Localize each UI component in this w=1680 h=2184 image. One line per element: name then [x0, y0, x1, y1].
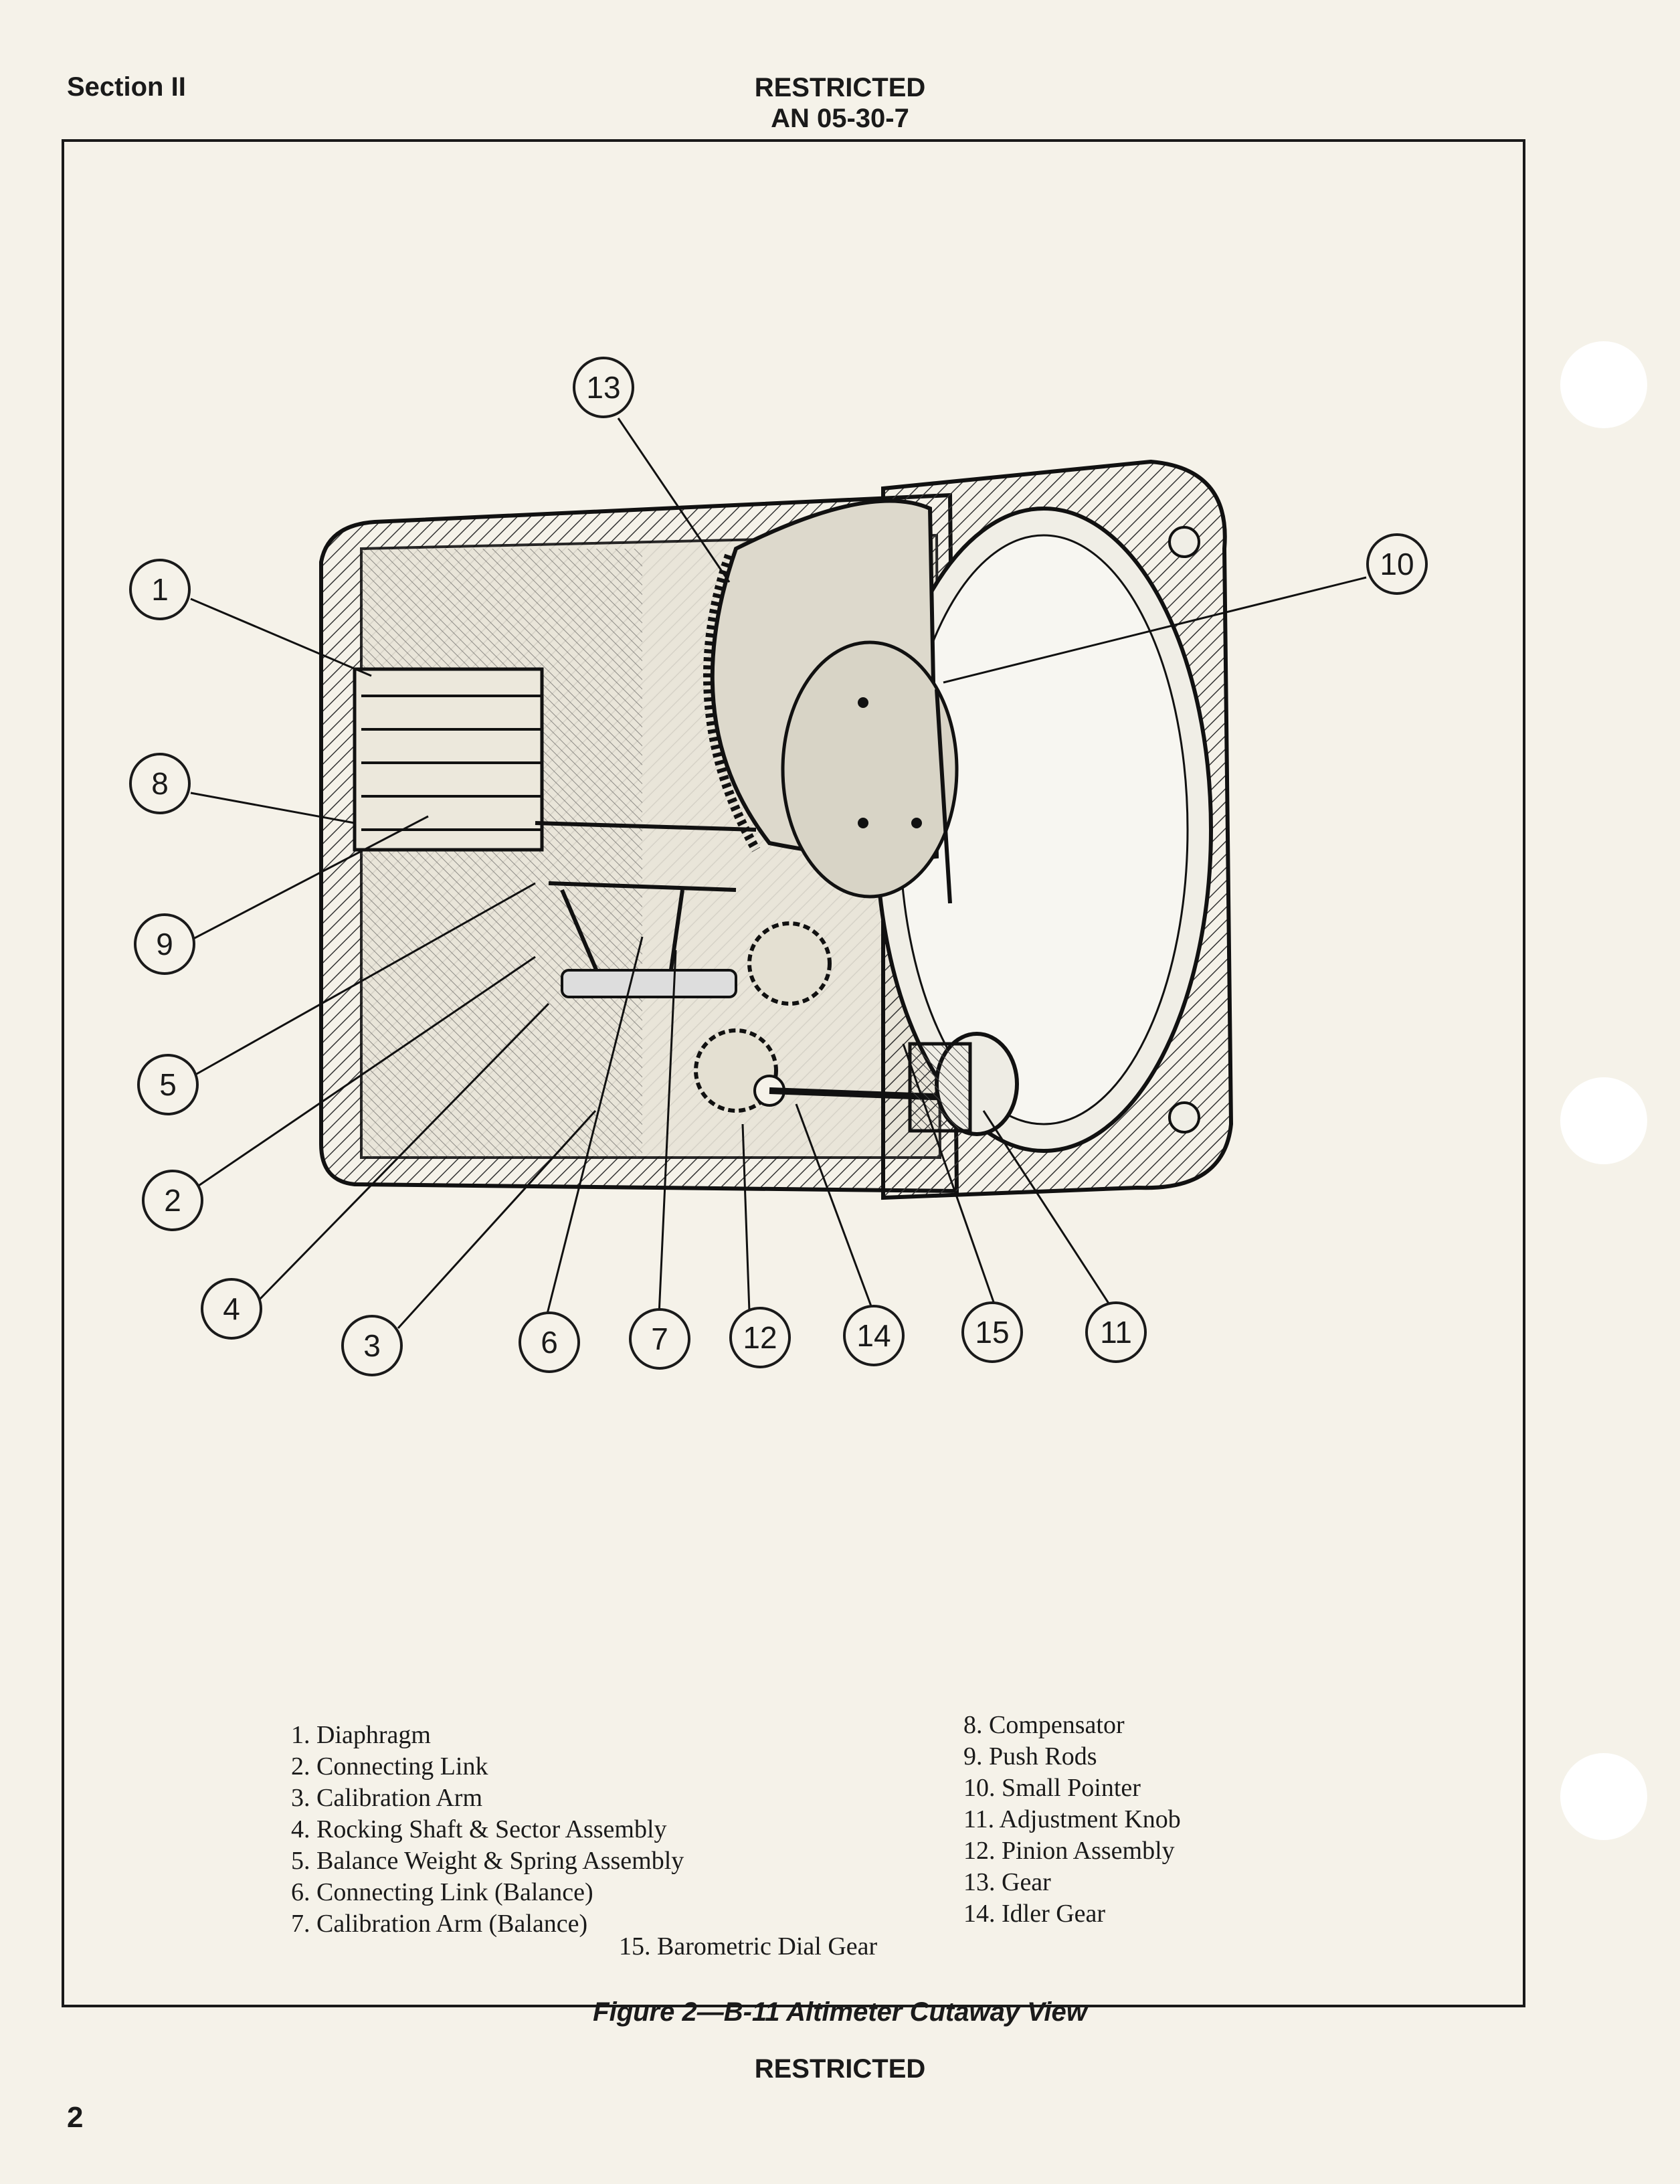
leader-lines [190, 418, 1367, 1330]
legend-right: 8. Compensator 9. Push Rods 10. Small Po… [963, 1710, 1181, 1930]
figure-frame [62, 139, 1525, 2007]
legend-item: 1. Diaphragm [291, 1721, 431, 1749]
legend-item: 15. Barometric Dial Gear [619, 1932, 878, 1961]
callout-4: 4 [201, 1278, 262, 1340]
adjustment-knob-shape [908, 1032, 1019, 1136]
callout-9: 9 [134, 913, 195, 975]
punch-hole-top [1560, 341, 1647, 428]
legend-item: 6. Connecting Link (Balance) [291, 1878, 593, 1906]
legend-item: 9. Push Rods [963, 1742, 1097, 1770]
dial-mechanism [781, 640, 959, 904]
callout-12: 12 [729, 1307, 791, 1368]
legend-item: 14. Idler Gear [963, 1900, 1106, 1928]
header-center: RESTRICTED AN 05-30-7 [0, 72, 1680, 134]
bezel-flange [874, 459, 1234, 1200]
section-label: Section II [67, 72, 186, 102]
legend-item: 3. Calibration Arm [291, 1784, 483, 1812]
callout-3: 3 [341, 1315, 403, 1376]
callout-14: 14 [843, 1305, 905, 1366]
callout-5: 5 [137, 1054, 199, 1115]
callout-6: 6 [519, 1311, 580, 1373]
callout-13: 13 [573, 357, 634, 418]
legend-item: 13. Gear [963, 1868, 1051, 1896]
callout-10: 10 [1366, 533, 1428, 595]
footer-classification: RESTRICTED [754, 2054, 926, 2084]
header-classification: RESTRICTED [754, 73, 926, 102]
callout-15: 15 [961, 1301, 1023, 1363]
legend-item: 11. Adjustment Knob [963, 1805, 1181, 1833]
diaphragm-stack [353, 667, 544, 852]
callout-2: 2 [142, 1170, 203, 1231]
page-number: 2 [67, 2101, 84, 2134]
legend-item: 5. Balance Weight & Spring Assembly [291, 1847, 684, 1875]
callout-8: 8 [129, 753, 191, 814]
figure-caption: Figure 2—B-11 Altimeter Cutaway View [593, 1997, 1087, 2027]
callout-11: 11 [1085, 1301, 1147, 1363]
legend-left: 1. Diaphragm 2. Connecting Link 3. Calib… [291, 1720, 684, 1940]
legend-item: 10. Small Pointer [963, 1774, 1141, 1802]
gear-train [694, 921, 951, 1113]
punch-hole-middle [1560, 1077, 1647, 1164]
callout-7: 7 [629, 1308, 690, 1370]
legend-item: 4. Rocking Shaft & Sector Assembly [291, 1815, 667, 1843]
callout-1: 1 [129, 559, 191, 620]
legend-item: 8. Compensator [963, 1711, 1125, 1739]
linkage [535, 821, 757, 998]
header-doc-number: AN 05-30-7 [771, 104, 909, 133]
punch-hole-bottom [1560, 1753, 1647, 1840]
legend-item: 12. Pinion Assembly [963, 1837, 1175, 1865]
legend-item: 2. Connecting Link [291, 1752, 488, 1781]
legend-item: 7. Calibration Arm (Balance) [291, 1910, 588, 1938]
legend-bottom: 15. Barometric Dial Gear [619, 1931, 877, 1963]
